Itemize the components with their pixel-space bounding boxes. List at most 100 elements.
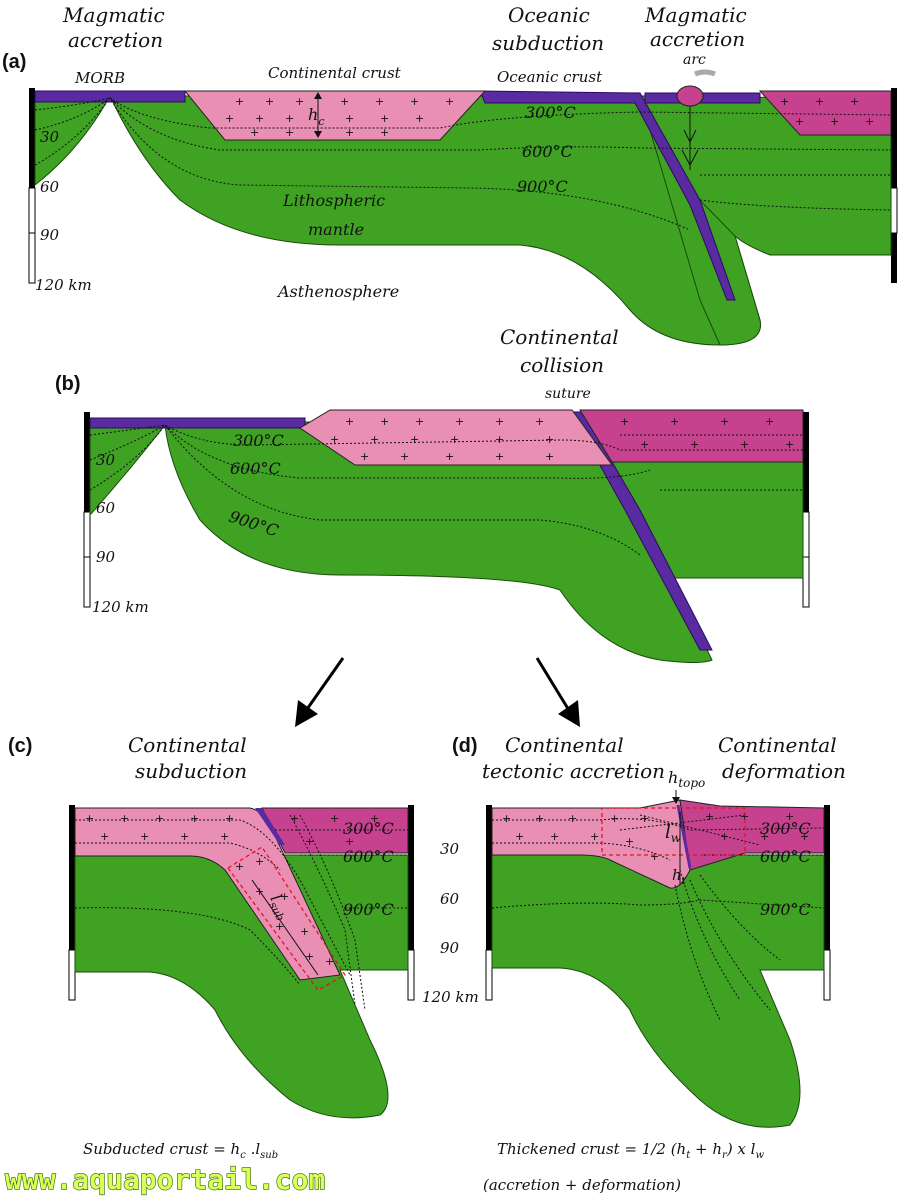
- depth-90-b: 90: [96, 548, 116, 566]
- svg-text:+: +: [515, 830, 524, 843]
- svg-text:+: +: [568, 812, 577, 825]
- oceanic-slab-c: [255, 808, 285, 845]
- svg-text:+: +: [720, 830, 729, 843]
- svg-text:+: +: [225, 812, 234, 825]
- svg-text:+: +: [280, 890, 289, 903]
- svg-text:+: +: [415, 112, 424, 125]
- label-continental-crust: Continental crust: [268, 64, 402, 82]
- svg-text:+: +: [275, 920, 284, 933]
- svg-text:+: +: [670, 415, 679, 428]
- depth-scale-right-a: [890, 88, 898, 283]
- title-continental-deformation-2: deformation: [722, 759, 846, 783]
- depth-60-d: 60: [440, 890, 460, 908]
- panel-label-c: (c): [8, 735, 32, 757]
- oceanic-crust-a-left: [34, 90, 186, 103]
- svg-text:+: +: [535, 812, 544, 825]
- depth-scale-left-c: [68, 805, 76, 1001]
- depth-30-d: 30: [440, 840, 460, 858]
- hc-thickness-marker: [314, 92, 322, 138]
- panel-label-d: (d): [452, 735, 478, 757]
- svg-text:+: +: [285, 112, 294, 125]
- panel-c: +++++ ++++ ++++ ++++ +++ ++ (c) Continen…: [8, 733, 415, 1161]
- svg-text:+: +: [650, 850, 659, 863]
- svg-text:+: +: [785, 810, 794, 823]
- depth-60-b: 60: [96, 499, 116, 517]
- label-300c-c: 300°C: [343, 819, 394, 838]
- svg-text:+: +: [330, 812, 339, 825]
- svg-text:+: +: [495, 433, 504, 446]
- isotherms-d: [491, 814, 825, 1021]
- label-oceanic-crust: Oceanic crust: [497, 68, 603, 86]
- svg-text:+: +: [340, 95, 349, 108]
- depth-30-a: 30: [40, 128, 60, 146]
- svg-text:+: +: [550, 830, 559, 843]
- depth-120-a: 120 km: [35, 276, 92, 294]
- svg-text:+: +: [450, 433, 459, 446]
- svg-text:+: +: [300, 925, 309, 938]
- svg-text:+: +: [120, 812, 129, 825]
- svg-text:+: +: [225, 112, 234, 125]
- svg-text:+: +: [345, 415, 354, 428]
- depth-scale-left-a: [28, 88, 36, 284]
- subducted-crust-box: [227, 846, 346, 991]
- svg-text:+: +: [795, 115, 804, 128]
- svg-text:+: +: [410, 433, 419, 446]
- isotherms-b: [89, 424, 803, 556]
- label-600c-c: 600°C: [343, 847, 394, 866]
- label-900c-c: 900°C: [343, 900, 394, 919]
- title-continental-subduction-1: Continental: [128, 733, 247, 757]
- svg-text:+: +: [285, 126, 294, 139]
- svg-text:+: +: [625, 835, 634, 848]
- label-900c-a: 900°C: [517, 177, 568, 196]
- svg-text:+: +: [155, 812, 164, 825]
- thickened-crust-box: [601, 807, 746, 856]
- svg-text:+: +: [620, 415, 629, 428]
- label-600c-b: 600°C: [230, 459, 281, 478]
- label-morb: MORB: [74, 69, 125, 87]
- formula-thickened-crust: Thickened crust = 1/2 (ht + hr) x lw: [497, 1140, 764, 1161]
- formula-note: (accretion + deformation): [483, 1176, 681, 1194]
- svg-text:+: +: [380, 112, 389, 125]
- svg-text:+: +: [220, 830, 229, 843]
- label-lithospheric: Lithospheric: [282, 191, 385, 210]
- svg-text:+: +: [690, 438, 699, 451]
- svg-text:+: +: [345, 835, 354, 848]
- svg-text:+: +: [100, 830, 109, 843]
- svg-text:+: +: [495, 415, 504, 428]
- label-mantle: mantle: [308, 220, 364, 239]
- svg-text:+: +: [375, 95, 384, 108]
- svg-text:+: +: [380, 126, 389, 139]
- svg-text:+: +: [85, 812, 94, 825]
- svg-text:+: +: [545, 433, 554, 446]
- svg-text:+: +: [415, 415, 424, 428]
- svg-text:+: +: [765, 415, 774, 428]
- svg-text:+: +: [180, 830, 189, 843]
- depth-90-d: 90: [440, 939, 460, 957]
- svg-text:+: +: [305, 835, 314, 848]
- svg-text:+: +: [380, 415, 389, 428]
- svg-text:+: +: [255, 112, 264, 125]
- svg-text:+: +: [705, 810, 714, 823]
- upper-plate-crust-a: [758, 90, 892, 136]
- svg-text:+: +: [640, 812, 649, 825]
- svg-text:+: +: [780, 95, 789, 108]
- depth-90-a: 90: [40, 226, 60, 244]
- title-continental-accretion-1: Continental: [505, 733, 624, 757]
- lithospheric-mantle-d: [491, 854, 825, 1128]
- arrow-to-c: [295, 657, 345, 727]
- label-600c-a: 600°C: [522, 142, 573, 161]
- upper-plate-crust-b: [579, 409, 804, 463]
- svg-text:+: +: [235, 860, 244, 873]
- title-magmatic-accretion-left-1: Magmatic: [62, 3, 165, 27]
- title-continental-subduction-2: subduction: [135, 759, 247, 783]
- label-asthenosphere: Asthenosphere: [276, 282, 399, 301]
- title-oceanic-subduction-1: Oceanic: [508, 3, 590, 27]
- oceanic-crust-a-mid: [479, 90, 736, 301]
- svg-text:+: +: [455, 415, 464, 428]
- title-continental-deformation-1: Continental: [718, 733, 837, 757]
- label-900c-d: 900°C: [760, 900, 811, 919]
- svg-text:+: +: [235, 95, 244, 108]
- crust-texture-d: +++++ +++++ +++ +++: [502, 810, 809, 863]
- svg-text:+: +: [360, 450, 369, 463]
